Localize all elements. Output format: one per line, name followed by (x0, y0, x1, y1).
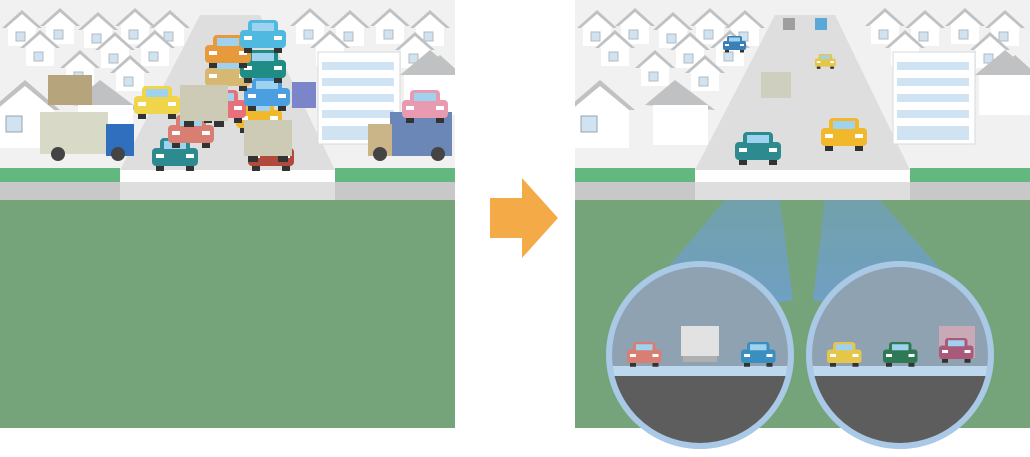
after-scene (575, 0, 1030, 457)
office-building (893, 52, 975, 144)
before-scene (0, 0, 455, 428)
right-arrow-icon (490, 178, 558, 258)
